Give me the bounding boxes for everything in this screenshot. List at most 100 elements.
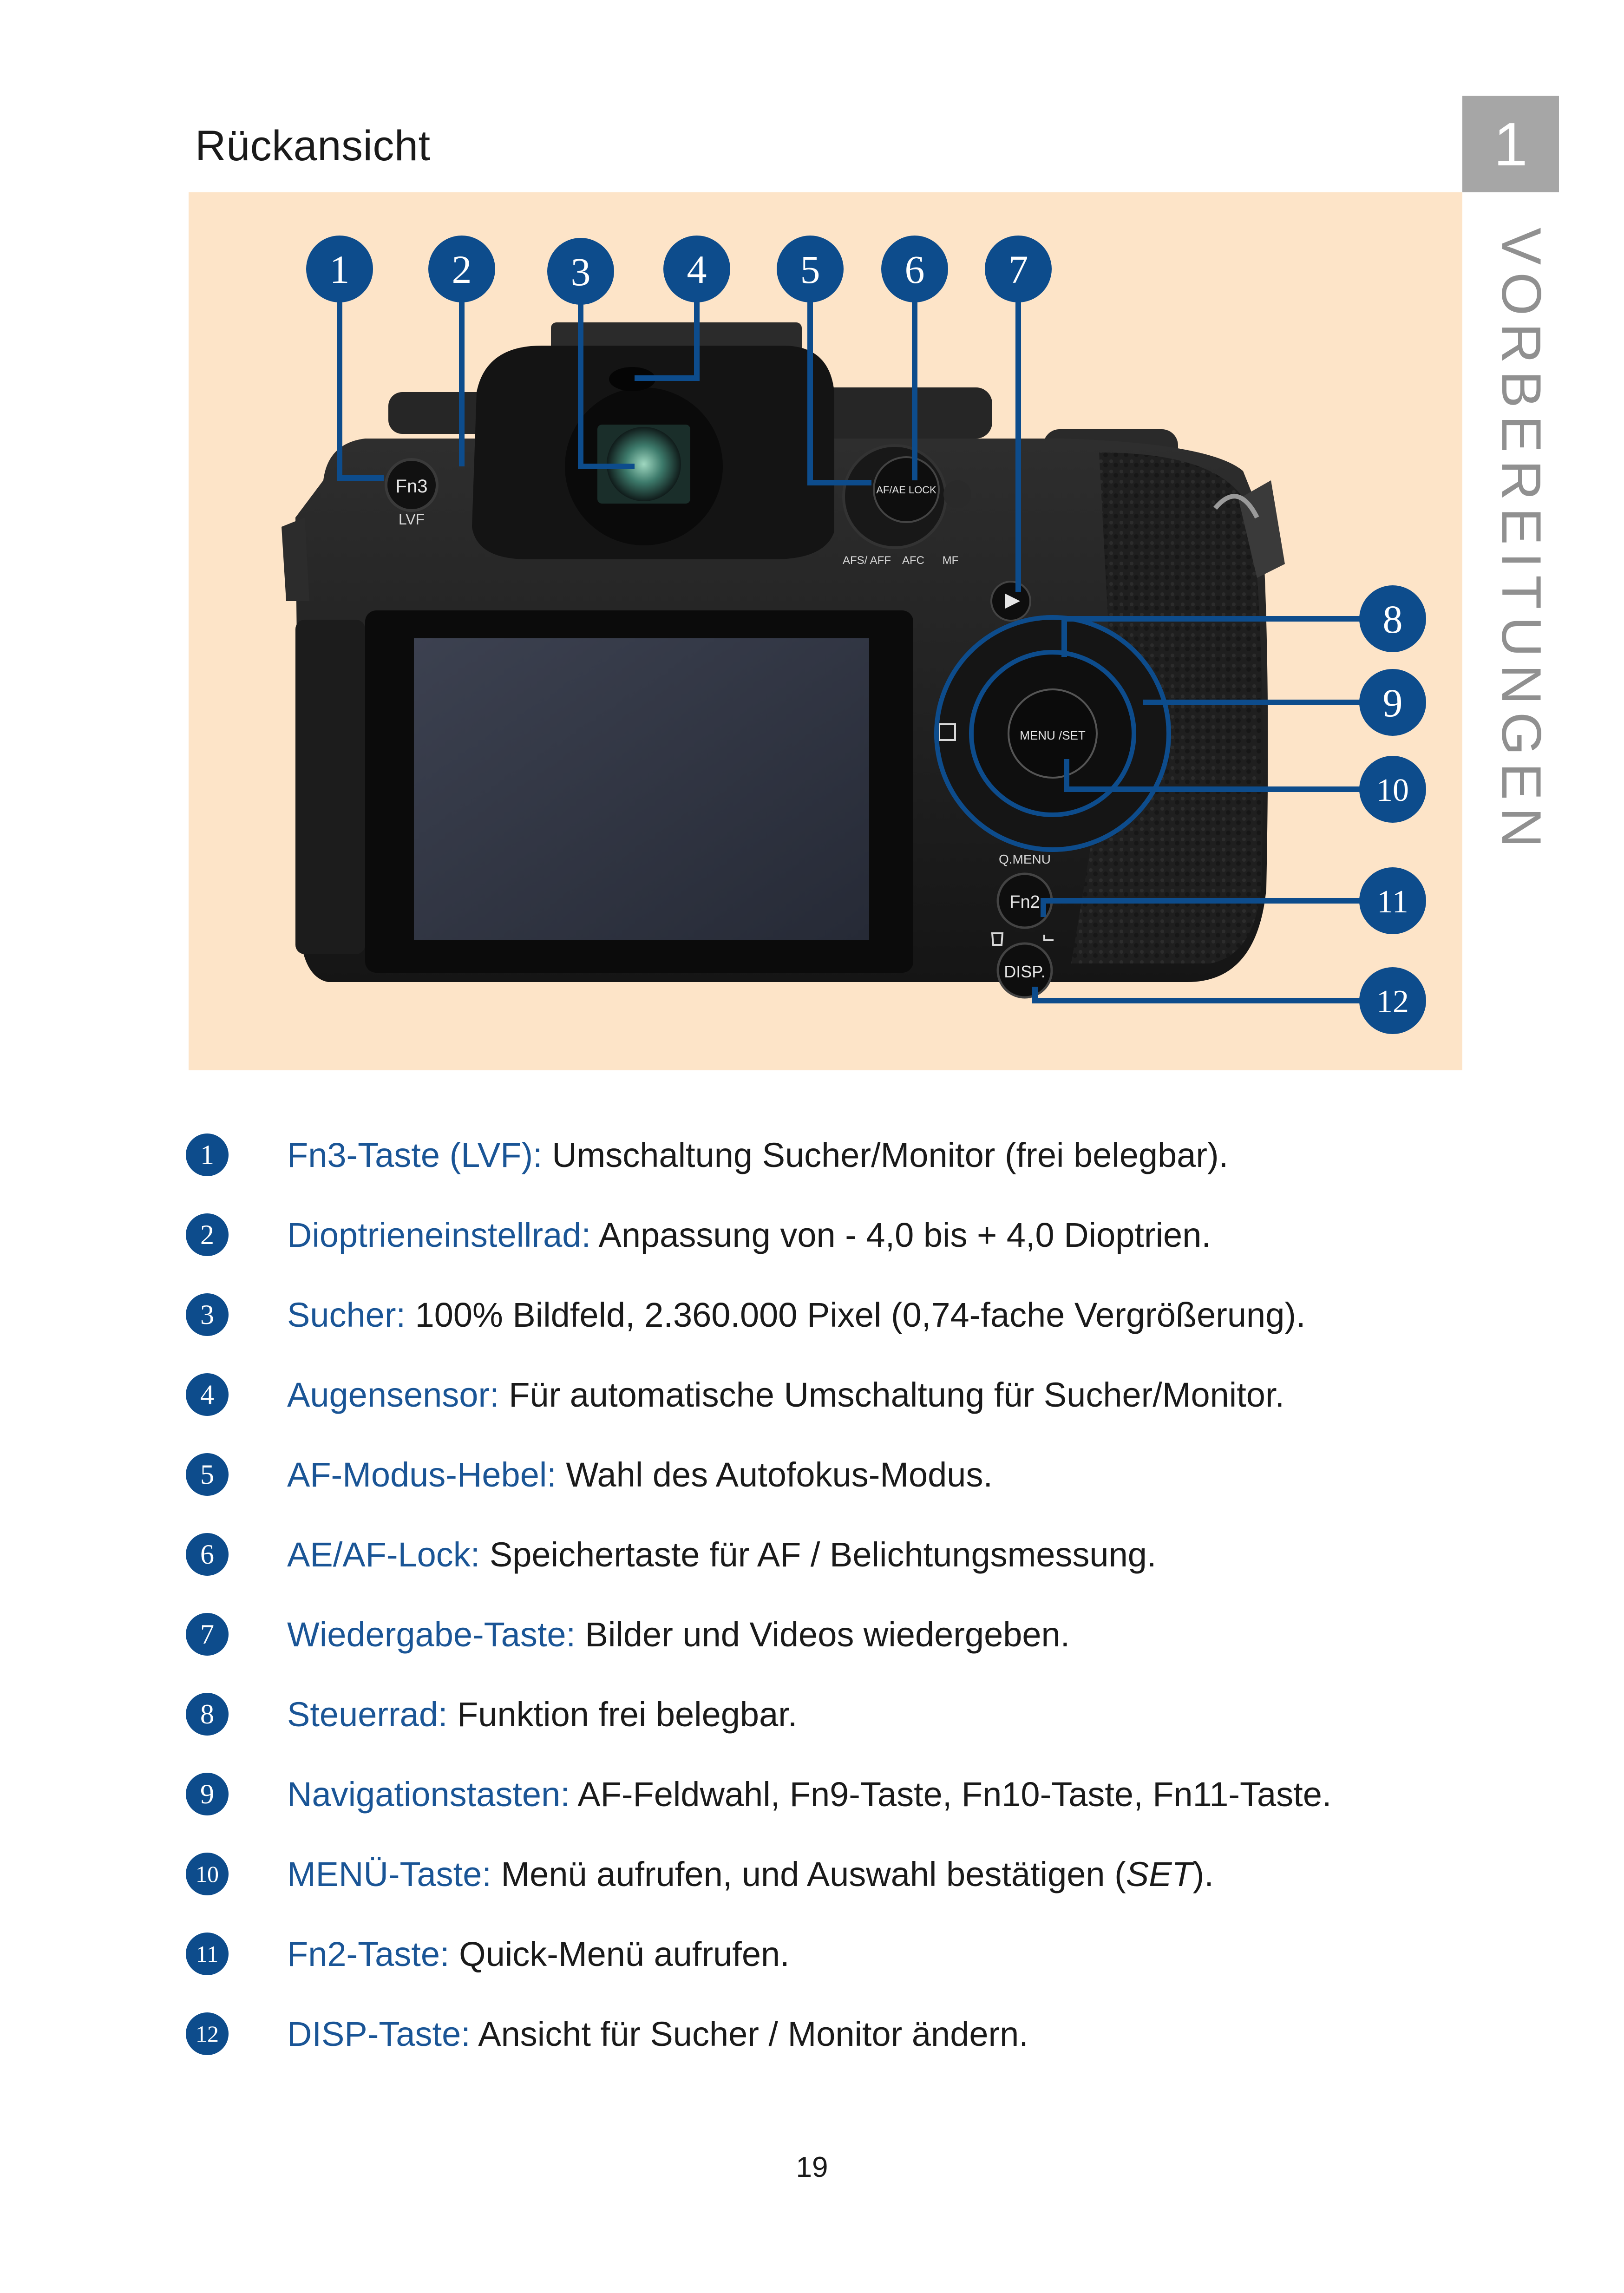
legend-text: Wiedergabe-Taste: Bilder und Videos wied… — [287, 1615, 1070, 1654]
legend-term: Sucher: — [287, 1295, 406, 1334]
legend-description: Speichertaste für AF / Belichtungsmessun… — [489, 1535, 1157, 1574]
legend-text: DISP-Taste: Ansicht für Sucher / Monitor… — [287, 2014, 1028, 2054]
callout-legend: 1 Fn3-Taste (LVF): Umschaltung Sucher/Mo… — [186, 1115, 1440, 2074]
legend-number-badge: 2 — [186, 1213, 229, 1256]
legend-number-badge: 5 — [186, 1453, 229, 1496]
legend-term: Augensensor: — [287, 1375, 499, 1414]
legend-text: Augensensor: Für automatische Umschaltun… — [287, 1375, 1284, 1415]
leader-line-5 — [807, 294, 871, 485]
legend-description: Menü aufrufen, und Auswahl bestätigen (S… — [501, 1854, 1214, 1893]
callout-circle-7 — [985, 236, 1052, 302]
legend-text: Fn2-Taste: Quick-Menü aufrufen. — [287, 1934, 790, 1974]
fn2-label: Fn2 — [1009, 892, 1040, 912]
legend-item: 12 DISP-Taste: Ansicht für Sucher / Moni… — [186, 1994, 1440, 2074]
legend-term: DISP-Taste: — [287, 2014, 471, 2053]
callout-circle-5 — [777, 236, 844, 302]
playback-icon — [1005, 594, 1020, 609]
legend-number-badge: 6 — [186, 1533, 229, 1576]
callout-number-11: 11 — [1377, 884, 1408, 920]
chapter-number-tab: 1 — [1462, 96, 1559, 192]
leader-line-12 — [1032, 987, 1369, 1003]
callout-number-3: 3 — [571, 249, 591, 294]
legend-item: 2 Dioptrieneinstellrad: Anpassung von - … — [186, 1195, 1440, 1275]
legend-term: Navigationstasten: — [287, 1775, 570, 1814]
legend-number-badge: 11 — [186, 1933, 229, 1975]
callout-number-5: 5 — [800, 247, 820, 292]
lvf-label: LVF — [399, 511, 425, 528]
monitor-screen — [414, 638, 869, 940]
camera-illustration: Fn3 LVF AF/AE LOCK AFS/ AFF AFC MF MENU … — [282, 236, 1426, 1034]
legend-number-badge: 9 — [186, 1773, 229, 1815]
legend-description: 100% Bildfeld, 2.360.000 Pixel (0,74-fac… — [415, 1295, 1306, 1334]
callout-circle-12 — [1359, 967, 1426, 1034]
leader-line-3 — [578, 294, 635, 469]
legend-item: 1 Fn3-Taste (LVF): Umschaltung Sucher/Mo… — [186, 1115, 1440, 1195]
page-number: 19 — [796, 2151, 828, 2183]
legend-description: Funktion frei belegbar. — [457, 1695, 798, 1734]
lever-knob — [943, 480, 971, 508]
legend-term: Dioptrieneinstellrad: — [287, 1215, 591, 1254]
menu-set-button — [1008, 688, 1098, 779]
ring-highlight-nav — [969, 650, 1136, 817]
legend-description: Quick-Menü aufrufen. — [459, 1934, 790, 1973]
page-heading: Rückansicht — [195, 122, 431, 170]
leader-line-11 — [1041, 898, 1369, 917]
legend-text: Sucher: 100% Bildfeld, 2.360.000 Pixel (… — [287, 1295, 1306, 1335]
legend-item: 6 AE/AF-Lock: Speichertaste für AF / Bel… — [186, 1514, 1440, 1594]
af-ae-lock-button — [873, 456, 940, 523]
legend-item: 5 AF-Modus-Hebel: Wahl des Autofokus-Mod… — [186, 1435, 1440, 1514]
legend-term: AE/AF-Lock: — [287, 1535, 480, 1574]
legend-term: Fn3-Taste (LVF): — [287, 1135, 543, 1174]
legend-text: Steuerrad: Funktion frei belegbar. — [287, 1695, 797, 1734]
legend-description: AF-Feldwahl, Fn9-Taste, Fn10-Taste, Fn11… — [577, 1775, 1332, 1814]
callout-number-2: 2 — [452, 247, 472, 292]
trash-icon — [991, 932, 1004, 946]
legend-description: Wahl des Autofokus-Modus. — [566, 1455, 993, 1494]
legend-text: Navigationstasten: AF-Feldwahl, Fn9-Tast… — [287, 1775, 1331, 1814]
legend-item: 11 Fn2-Taste: Quick-Menü aufrufen. — [186, 1914, 1440, 1994]
callout-number-8: 8 — [1383, 597, 1403, 642]
eye-sensor — [609, 367, 655, 391]
legend-number-badge: 4 — [186, 1373, 229, 1416]
mf-label: MF — [943, 554, 959, 567]
callout-circle-9 — [1359, 669, 1426, 736]
legend-number-badge: 3 — [186, 1293, 229, 1336]
mode-dial — [806, 387, 992, 439]
camera-rear-view-figure: Fn3 LVF AF/AE LOCK AFS/ AFF AFC MF MENU … — [189, 192, 1462, 1070]
ring-highlight-dial — [934, 615, 1171, 852]
legend-term: Wiedergabe-Taste: — [287, 1615, 576, 1654]
legend-term: Steuerrad: — [287, 1695, 448, 1734]
callout-number-6: 6 — [905, 247, 925, 292]
callout-circle-10 — [1359, 756, 1426, 823]
callout-circle-11 — [1359, 867, 1426, 934]
leader-line-4 — [635, 294, 700, 381]
monitor-hinge — [295, 620, 365, 954]
callout-circle-2 — [428, 236, 495, 302]
callout-circle-6 — [881, 236, 948, 302]
set-emphasis: SET — [1126, 1854, 1193, 1893]
legend-description: Bilder und Videos wiedergeben. — [585, 1615, 1070, 1654]
callout-number-7: 7 — [1008, 247, 1028, 292]
callout-circle-1 — [306, 236, 373, 302]
callout-circle-3 — [547, 238, 614, 305]
legend-number-badge: 10 — [186, 1853, 229, 1895]
legend-text: MENÜ-Taste: Menü aufrufen, und Auswahl b… — [287, 1854, 1214, 1894]
callout-number-12: 12 — [1376, 984, 1409, 1020]
afs-aff-label: AFS/ AFF — [843, 554, 891, 567]
legend-description: Umschaltung Sucher/Monitor (frei belegba… — [552, 1135, 1229, 1174]
callout-markers: 1 2 3 4 5 6 7 8 9 10 11 12 — [306, 236, 1426, 1034]
legend-item: 7 Wiedergabe-Taste: Bilder und Videos wi… — [186, 1594, 1440, 1674]
fn3-label: Fn3 — [396, 476, 428, 497]
leader-line-1 — [337, 294, 384, 481]
disp-button — [996, 942, 1053, 999]
return-icon — [1043, 935, 1054, 941]
legend-text: AF-Modus-Hebel: Wahl des Autofokus-Modus… — [287, 1455, 993, 1494]
legend-item: 4 Augensensor: Für automatische Umschalt… — [186, 1355, 1440, 1435]
legend-number-badge: 1 — [186, 1133, 229, 1176]
chapter-label: VORBEREITUNGEN — [1490, 228, 1552, 855]
af-area-icon — [938, 723, 956, 741]
legend-number-badge: 7 — [186, 1613, 229, 1656]
callout-ring-highlights — [934, 615, 1171, 852]
strap-lug-left — [282, 518, 309, 601]
callout-number-9: 9 — [1383, 681, 1403, 725]
